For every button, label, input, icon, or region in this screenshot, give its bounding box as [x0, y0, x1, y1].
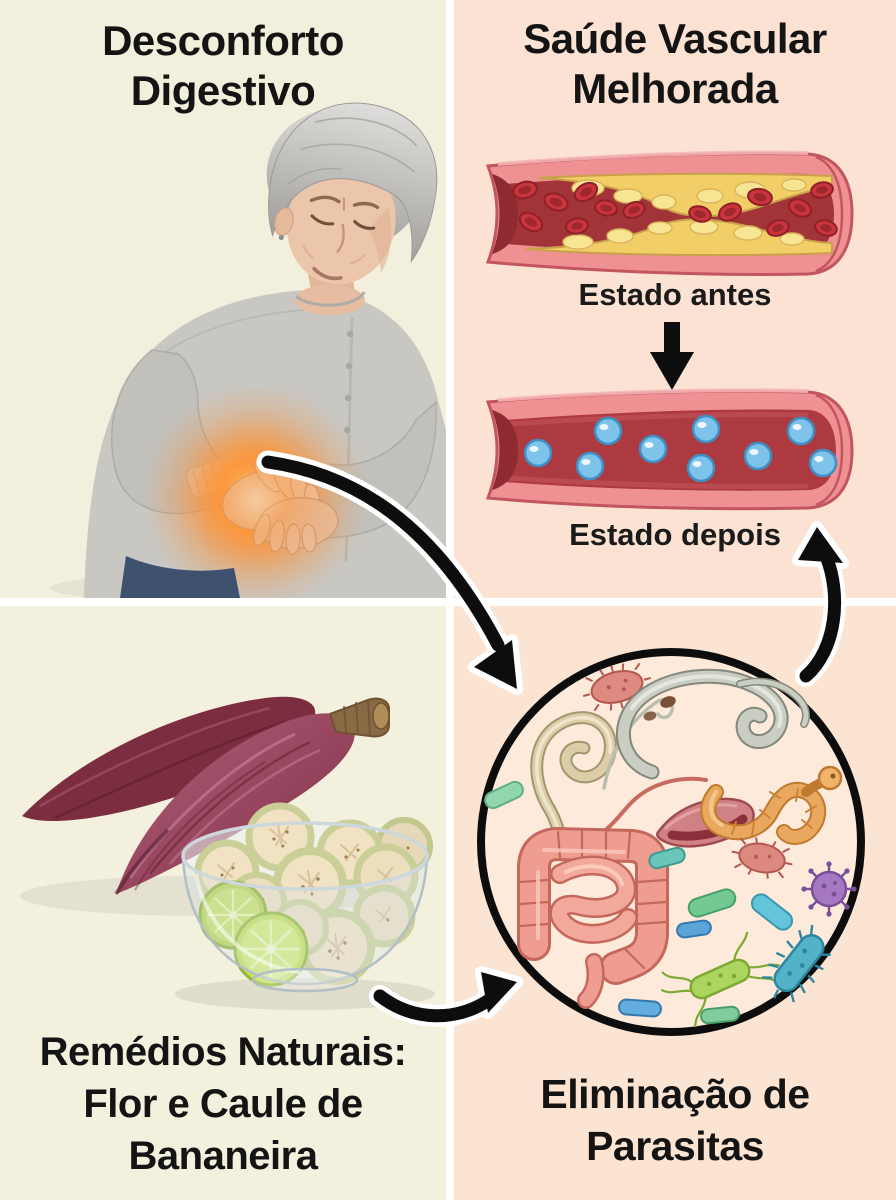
title-line: Desconforto [102, 17, 344, 64]
tapeworm-icon [700, 765, 843, 845]
label-estado-antes: Estado antes [578, 277, 772, 312]
spiky-bacterium-icon [731, 837, 793, 879]
parasites-circle-illustration [477, 648, 865, 1036]
title-vascular-health: Saúde Vascular Melhorada [454, 14, 896, 113]
title-line: Flor e Caule de [83, 1082, 363, 1126]
title-line: Eliminação de [540, 1071, 810, 1117]
nutrient-particles [523, 414, 838, 483]
virus-icon [801, 861, 857, 917]
ciliated-bacterium-icon [762, 924, 831, 1003]
panel-natural-remedies: Remédios Naturais: Flor e Caule de Banan… [0, 606, 446, 1200]
lime-halves [198, 880, 309, 987]
red-blood-cells [512, 180, 838, 237]
title-parasite-elimination: Eliminação de Parasitas [454, 1068, 896, 1173]
banana-flower-and-bowl-illustration [20, 696, 435, 1010]
panel-parasite-elimination: Eliminação de Parasitas [454, 606, 896, 1200]
title-line: Bananeira [128, 1134, 318, 1178]
title-line: Parasitas [586, 1123, 764, 1170]
title-natural-remedies: Remédios Naturais: Flor e Caule de Banan… [0, 1026, 446, 1182]
artery-before-illustration [485, 150, 854, 276]
artery-after-illustration [485, 388, 854, 511]
bacteria-rods [484, 780, 794, 1025]
title-line: Digestivo [130, 66, 316, 114]
label-estado-depois: Estado depois [569, 517, 781, 552]
title-line: Remédios Naturais: [39, 1030, 407, 1074]
title-digestive-discomfort: Desconforto Digestivo [0, 16, 446, 115]
panel-vascular-health: Saúde Vascular Melhorada [454, 0, 896, 598]
down-arrow-icon [650, 322, 694, 390]
title-line: Saúde Vascular [523, 15, 827, 62]
intestines-icon [517, 827, 669, 1009]
panel-digestive-discomfort: Desconforto Digestivo [0, 0, 446, 598]
title-line: Melhorada [572, 64, 778, 112]
spiky-bacterium-icon [582, 662, 652, 712]
hookworm-icon [615, 668, 810, 780]
